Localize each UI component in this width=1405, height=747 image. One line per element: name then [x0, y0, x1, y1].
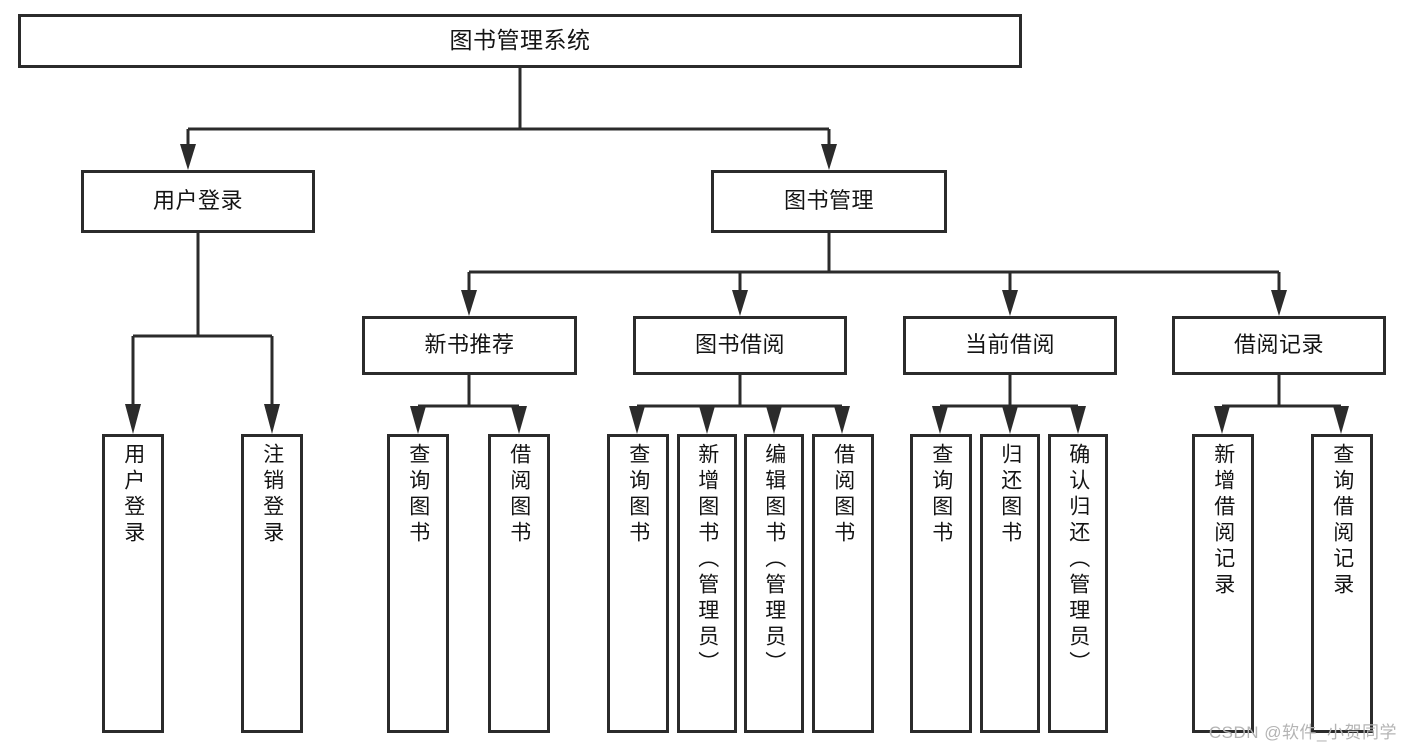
leaf-query-borrow-record[interactable]: 查询借阅记录 — [1311, 434, 1373, 733]
node-label: 借阅记录 — [1233, 332, 1324, 358]
node-label: 借阅图书 — [831, 443, 855, 547]
node-new-book-recommendation[interactable]: 新书推荐 — [362, 316, 577, 375]
leaf-return-book[interactable]: 归还图书 — [980, 434, 1040, 733]
node-label: 图书管理 — [783, 188, 874, 214]
leaf-logout[interactable]: 注销登录 — [241, 434, 303, 733]
leaf-borrow-book[interactable]: 借阅图书 — [812, 434, 874, 733]
node-label: 用户登录 — [121, 443, 145, 547]
leaf-query-book-recommendation[interactable]: 查询图书 — [387, 434, 449, 733]
node-label: 查询图书 — [626, 443, 650, 547]
leaf-query-book-borrow[interactable]: 查询图书 — [607, 434, 669, 733]
leaf-edit-book-admin[interactable]: 编辑图书（管理员） — [744, 434, 804, 733]
node-label: 查询图书 — [929, 443, 953, 547]
node-label: 借阅图书 — [507, 443, 531, 547]
node-book-management[interactable]: 图书管理 — [711, 170, 947, 233]
watermark: CSDN @软件_小贺同学 — [1208, 723, 1397, 742]
node-book-borrow[interactable]: 图书借阅 — [633, 316, 847, 375]
node-label: 注销登录 — [260, 443, 284, 547]
node-root-book-management-system[interactable]: 图书管理系统 — [18, 14, 1022, 68]
node-label: 查询借阅记录 — [1330, 443, 1354, 599]
node-label: 图书借阅 — [694, 332, 785, 358]
node-label: 编辑图书（管理员） — [762, 443, 786, 677]
node-label: 新增借阅记录 — [1211, 443, 1235, 599]
leaf-user-login[interactable]: 用户登录 — [102, 434, 164, 733]
leaf-add-book-admin[interactable]: 新增图书（管理员） — [677, 434, 737, 733]
node-label: 归还图书 — [998, 443, 1022, 547]
node-label: 查询图书 — [406, 443, 430, 547]
node-label: 新增图书（管理员） — [695, 443, 719, 677]
node-label: 确认归还（管理员） — [1066, 443, 1090, 677]
node-user-login[interactable]: 用户登录 — [81, 170, 315, 233]
node-label: 图书管理系统 — [449, 27, 591, 54]
node-borrow-record[interactable]: 借阅记录 — [1172, 316, 1386, 375]
leaf-borrow-book-recommendation[interactable]: 借阅图书 — [488, 434, 550, 733]
leaf-add-borrow-record[interactable]: 新增借阅记录 — [1192, 434, 1254, 733]
leaf-confirm-return-admin[interactable]: 确认归还（管理员） — [1048, 434, 1108, 733]
node-label: 用户登录 — [152, 188, 243, 214]
node-label: 新书推荐 — [424, 332, 515, 358]
node-label: 当前借阅 — [964, 332, 1055, 358]
node-current-borrow[interactable]: 当前借阅 — [903, 316, 1117, 375]
leaf-query-book-current[interactable]: 查询图书 — [910, 434, 972, 733]
